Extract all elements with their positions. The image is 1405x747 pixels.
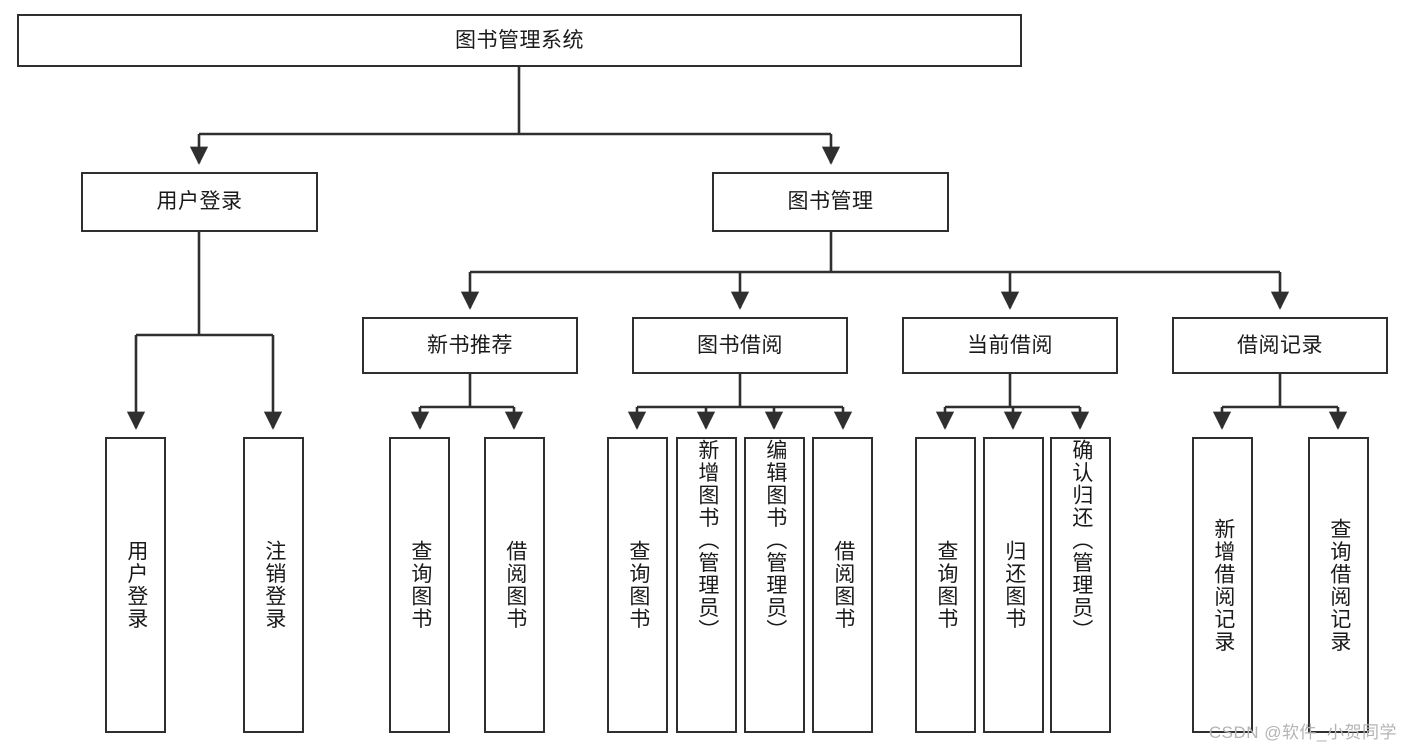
node-book-management-label: 图书管理 [787,190,874,214]
node-user-login[interactable]: 用户登录 [81,172,318,232]
leaf-book-borrow-query-book[interactable]: 查询图书 [607,437,668,733]
leaf-label: 新增图书（管理员） [695,439,719,642]
leaf-label: 借阅图书 [503,540,527,630]
leaf-label: 查询图书 [934,540,958,630]
leaf-label: 用户登录 [124,540,148,630]
node-book-borrow[interactable]: 图书借阅 [632,317,848,374]
node-root-system[interactable]: 图书管理系统 [17,14,1022,67]
leaf-label: 注销登录 [262,540,286,630]
leaf-current-borrow-return-book[interactable]: 归还图书 [983,437,1044,733]
node-current-borrow-label: 当前借阅 [967,333,1053,357]
leaf-label: 新增借阅记录 [1211,517,1235,653]
leaf-label: 查询借阅记录 [1327,517,1351,653]
leaf-label: 编辑图书（管理员） [763,439,787,642]
node-borrow-record-label: 借阅记录 [1237,333,1323,357]
node-book-borrow-label: 图书借阅 [697,333,783,357]
csdn-watermark: CSDN @软件_小贺同学 [1208,723,1397,742]
leaf-book-borrow-borrow-book[interactable]: 借阅图书 [812,437,873,733]
leaf-current-borrow-query-book[interactable]: 查询图书 [915,437,976,733]
leaf-label: 借阅图书 [831,540,855,630]
node-borrow-record[interactable]: 借阅记录 [1172,317,1388,374]
node-user-login-label: 用户登录 [156,190,243,214]
leaf-label: 查询图书 [408,540,432,630]
node-current-borrow[interactable]: 当前借阅 [902,317,1118,374]
leaf-user-login-logout[interactable]: 注销登录 [243,437,304,733]
node-root-label: 图书管理系统 [455,28,584,52]
leaf-book-borrow-add-book[interactable]: 新增图书（管理员） [676,437,737,733]
leaf-label: 归还图书 [1002,540,1026,630]
node-book-management[interactable]: 图书管理 [712,172,949,232]
leaf-book-borrow-edit-book[interactable]: 编辑图书（管理员） [744,437,805,733]
leaf-new-book-borrow-book[interactable]: 借阅图书 [484,437,545,733]
leaf-label: 查询图书 [626,540,650,630]
node-new-book-recommend-label: 新书推荐 [427,333,513,357]
leaf-borrow-record-query-record[interactable]: 查询借阅记录 [1308,437,1369,733]
leaf-label: 确认归还（管理员） [1069,439,1093,642]
node-new-book-recommend[interactable]: 新书推荐 [362,317,578,374]
leaf-borrow-record-add-record[interactable]: 新增借阅记录 [1192,437,1253,733]
leaf-new-book-query-book[interactable]: 查询图书 [389,437,450,733]
leaf-user-login-login[interactable]: 用户登录 [105,437,166,733]
leaf-current-borrow-confirm-return[interactable]: 确认归还（管理员） [1050,437,1111,733]
